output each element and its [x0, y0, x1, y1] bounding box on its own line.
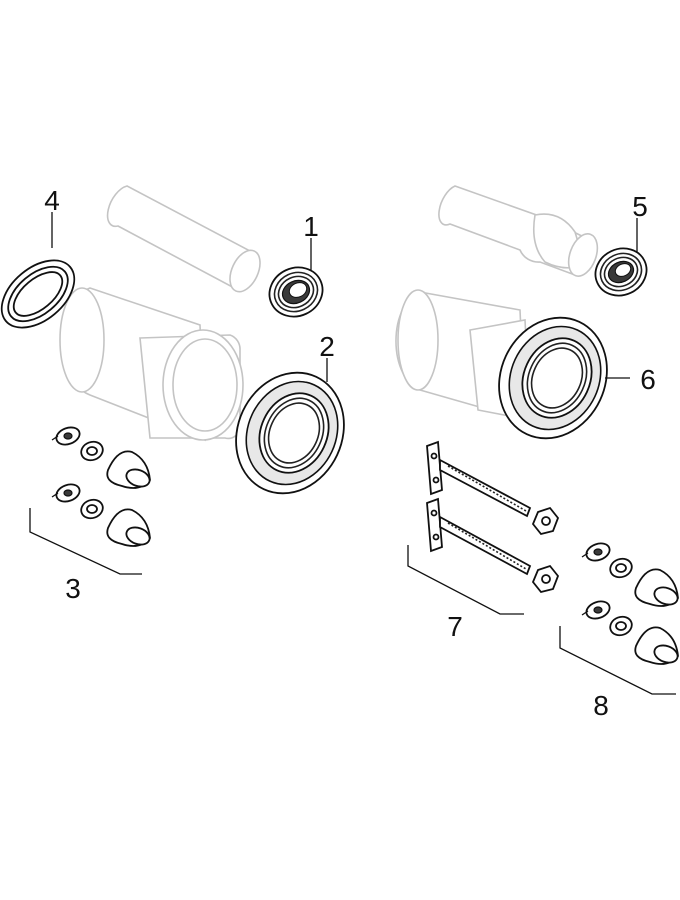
collar-seal-part-2	[235, 371, 345, 495]
threaded-sleeve-part-1	[268, 266, 324, 318]
fixing-row-lower-right	[581, 600, 679, 665]
callout-8: 8	[593, 690, 609, 721]
rod-lower	[426, 497, 560, 594]
threaded-rods-part-7	[426, 440, 560, 594]
callout-7: 7	[447, 611, 463, 642]
ghost-bent-pipe-right	[438, 185, 599, 277]
collar-seal-part-6	[498, 316, 608, 440]
ghost-straight-pipe-left	[106, 185, 261, 293]
callout-5: 5	[632, 191, 648, 222]
callout-4: 4	[44, 185, 60, 216]
leader-3	[29, 508, 142, 575]
ghost-connector-left	[59, 287, 244, 442]
callout-1: 1	[303, 211, 319, 242]
callout-3: 3	[65, 573, 81, 604]
fixing-row-upper	[51, 426, 151, 489]
leader-7	[407, 545, 524, 615]
fixing-row-lower	[51, 483, 151, 547]
leader-8	[559, 626, 676, 695]
callout-6: 6	[640, 364, 656, 395]
seal-ring-part-4	[0, 259, 76, 329]
rod-upper	[426, 440, 560, 536]
fixing-row-upper-right	[581, 542, 679, 607]
callout-2: 2	[319, 331, 335, 362]
threaded-sleeve-part-5	[594, 247, 648, 297]
fixing-kit-part-3	[51, 426, 151, 547]
fixing-kit-part-8	[581, 542, 679, 665]
